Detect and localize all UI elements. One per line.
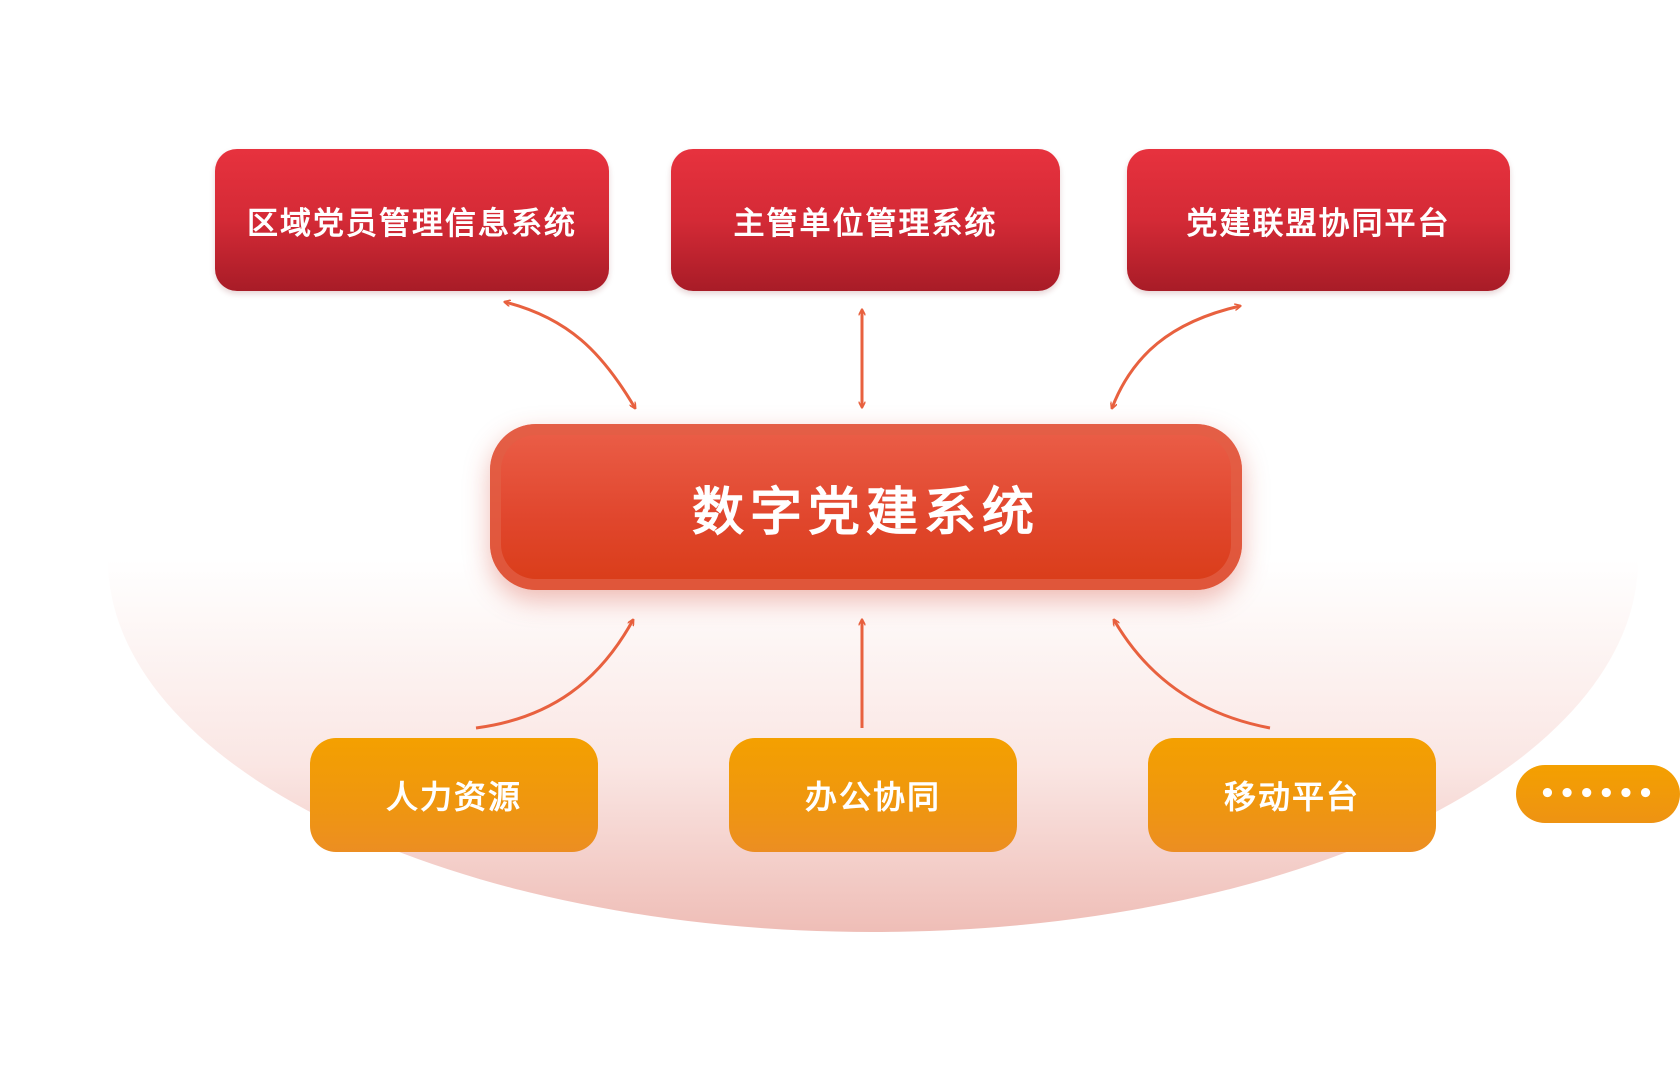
top-system-label: 党建联盟协同平台 bbox=[1186, 205, 1451, 242]
module-office-collaboration: 办公协同 bbox=[729, 738, 1017, 852]
module-label: 移动平台 bbox=[1223, 778, 1360, 816]
module-mobile-platform: 移动平台 bbox=[1148, 738, 1436, 852]
top-system-regional-member: 区域党员管理信息系统 bbox=[215, 149, 609, 291]
arrow-top-right bbox=[1112, 306, 1240, 408]
center-system-label: 数字党建系统 bbox=[691, 482, 1040, 543]
top-system-supervisor-unit: 主管单位管理系统 bbox=[671, 149, 1060, 291]
arrow-bottom-right bbox=[1114, 620, 1271, 730]
arrow-top-left bbox=[505, 302, 635, 408]
module-label: 人力资源 bbox=[385, 778, 522, 816]
top-system-alliance-platform: 党建联盟协同平台 bbox=[1127, 149, 1510, 291]
top-system-label: 主管单位管理系统 bbox=[733, 205, 998, 242]
center-system-box: 数字党建系统 bbox=[490, 424, 1242, 590]
top-system-label: 区域党员管理信息系统 bbox=[247, 205, 577, 242]
ellipsis-icon: •••••• bbox=[1539, 779, 1657, 809]
more-modules-pill: •••••• bbox=[1516, 765, 1680, 823]
module-label: 办公协同 bbox=[804, 778, 941, 816]
arrow-bottom-left bbox=[475, 620, 633, 730]
module-human-resources: 人力资源 bbox=[310, 738, 598, 852]
